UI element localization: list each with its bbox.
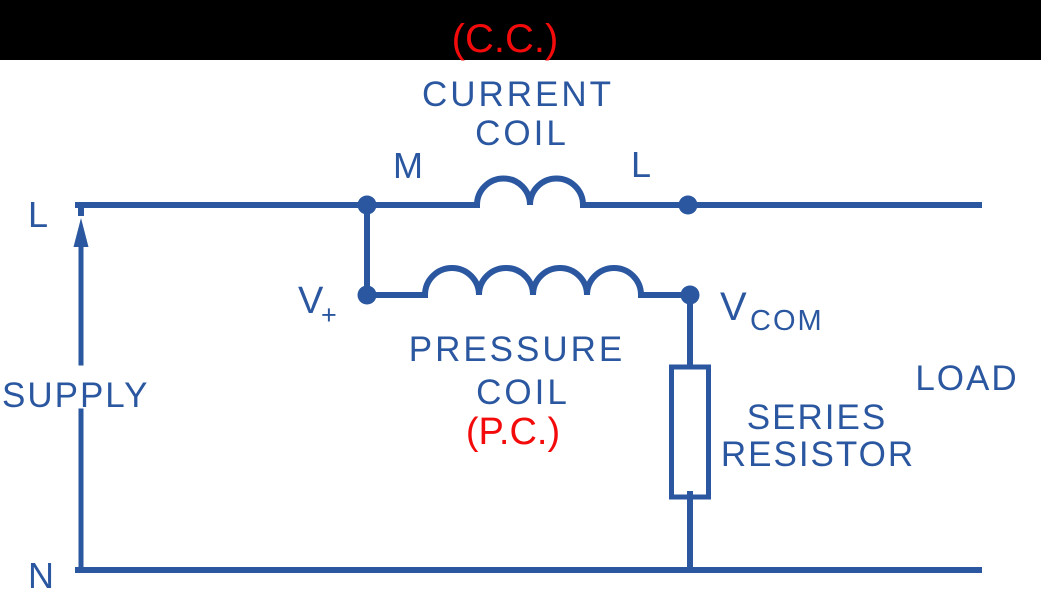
terminal-label-l-right: L	[631, 144, 651, 185]
terminal-label-line: L	[28, 194, 48, 235]
load-label: LOAD	[915, 359, 1018, 398]
v-com-subscript: COM	[750, 305, 824, 337]
v-plus-label: V	[298, 280, 324, 322]
junction-node-vplus	[357, 285, 377, 305]
pressure-coil-pc-caption: (P.C.)	[466, 411, 560, 453]
series-resistor-body	[669, 364, 711, 500]
top-banner	[0, 0, 1041, 60]
pressure-coil-branch	[364, 265, 693, 298]
current-coil-label-line1: CURRENT	[422, 75, 614, 114]
current-coil-label-line2: COIL	[475, 114, 569, 153]
terminal-label-neutral: N	[28, 555, 54, 596]
v-plus-subscript: +	[321, 300, 337, 330]
series-resistor-label-line2: RESISTOR	[721, 435, 915, 474]
pressure-coil-label-line2: COIL	[476, 373, 570, 412]
junction-node-m	[357, 195, 377, 215]
pressure-coil-label-line1: PRESSURE	[409, 330, 626, 369]
junction-node-l	[678, 195, 698, 215]
supply-label: SUPPLY	[2, 376, 150, 415]
line-wire-with-current-coil	[75, 175, 982, 208]
series-resistor-label-line1: SERIES	[747, 398, 887, 437]
current-coil-cc-caption: (C.C.)	[452, 17, 559, 61]
supply-arrow-icon	[73, 218, 89, 247]
terminal-label-m: M	[393, 145, 423, 186]
junction-node-vcom	[680, 285, 700, 305]
v-com-label: V	[720, 285, 747, 329]
